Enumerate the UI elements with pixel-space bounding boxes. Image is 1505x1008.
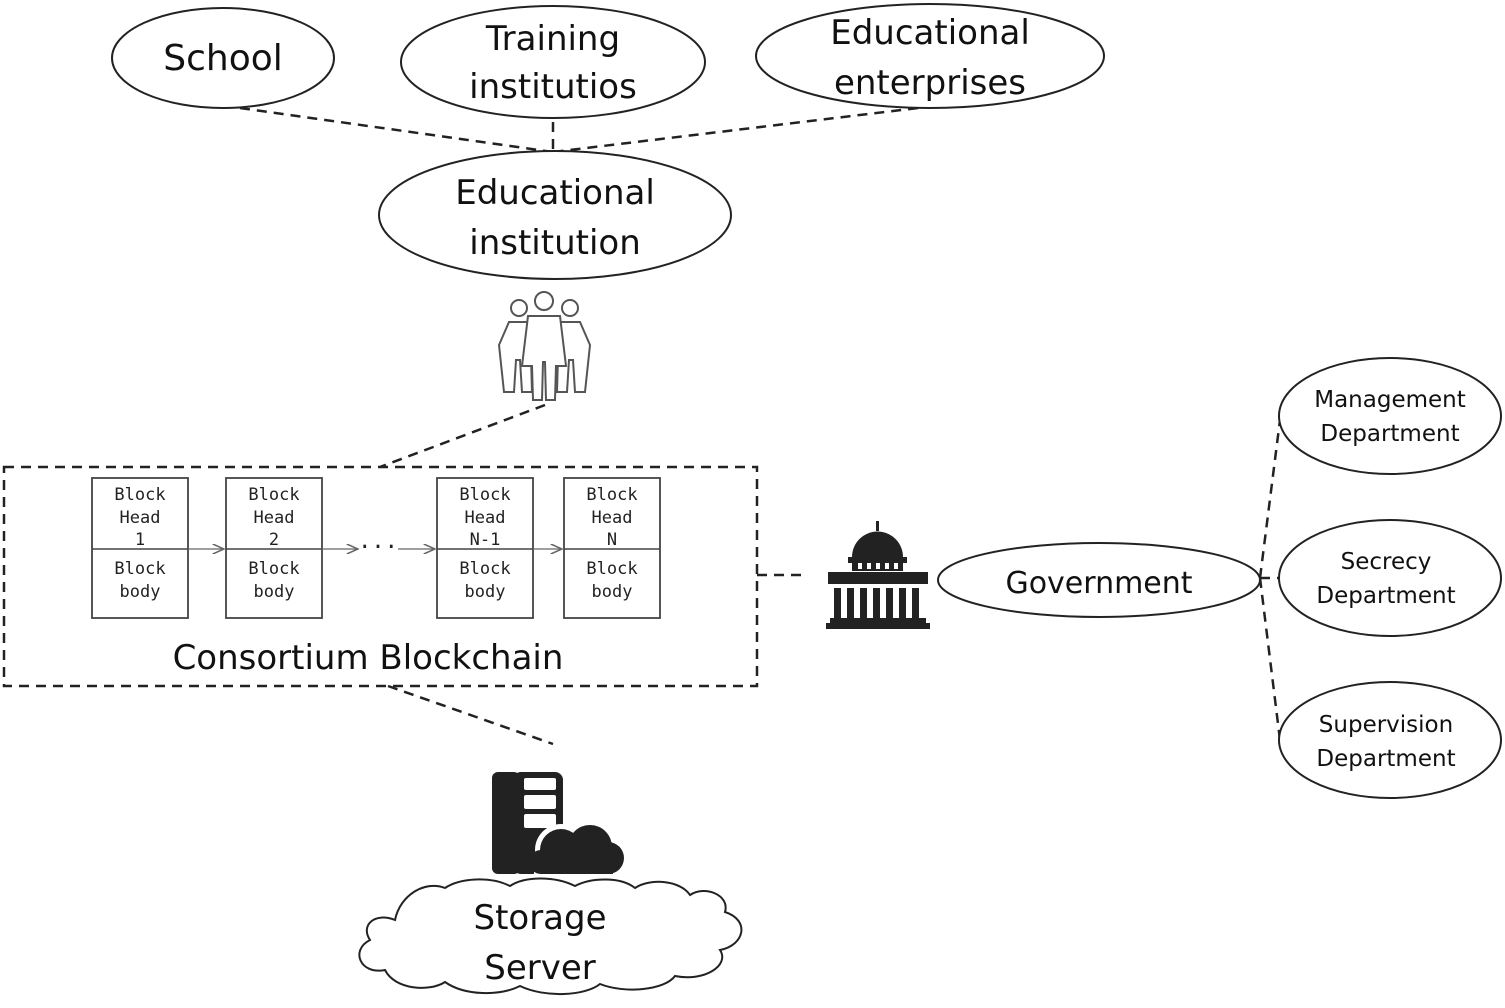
block-n-head-2: Head [592, 508, 633, 528]
government-label: Government [1005, 566, 1192, 601]
block-n-1-body-2: body [465, 582, 506, 602]
block-2-head-2: Head [254, 508, 295, 528]
supervision-label-1: Supervision [1319, 712, 1453, 738]
management-node [1278, 357, 1502, 475]
block-2-body-1: Block [248, 559, 299, 579]
management-label-1: Management [1314, 387, 1466, 413]
government-node [937, 542, 1261, 618]
institution-label-1: Educational [455, 173, 655, 213]
secrecy-label-2: Department [1316, 583, 1455, 609]
block-n-1 [436, 477, 534, 619]
enterprises-node [755, 3, 1105, 109]
block-n-1-head-2: Head [465, 508, 506, 528]
supervision-label-2: Department [1316, 746, 1455, 772]
block-1 [91, 477, 189, 619]
edge-blockchain-storage [387, 684, 554, 746]
edge-enterprises-institution [552, 106, 919, 154]
block-n-1-body-1: Block [459, 559, 510, 579]
management-label-2: Department [1320, 421, 1459, 447]
supervision-node [1278, 681, 1502, 799]
secrecy-node [1278, 519, 1502, 637]
block-2-head-3: 2 [269, 530, 279, 550]
connector-lines [239, 106, 1282, 746]
block-n-head-1: Block [586, 485, 637, 505]
block-2 [225, 477, 323, 619]
storage-label-1: Storage [473, 898, 606, 938]
block-n-body-2: body [592, 582, 633, 602]
consortium-blockchain-title: Consortium Blockchain [173, 638, 564, 678]
training-label-1: Training [485, 19, 620, 59]
block-n [563, 477, 661, 619]
users-group-icon [497, 291, 592, 401]
block-n-1-head-3: N-1 [470, 530, 501, 550]
edge-government-management [1258, 419, 1282, 579]
enterprises-label-1: Educational [830, 13, 1030, 53]
block-n-1-head-1: Block [459, 485, 510, 505]
enterprises-label-2: enterprises [834, 63, 1026, 103]
edge-government-supervision [1258, 577, 1282, 741]
school-node [111, 7, 335, 109]
school-label: School [163, 38, 283, 79]
training-label-2: institutios [469, 67, 637, 107]
secrecy-label-1: Secrecy [1341, 549, 1432, 575]
consortium-blockchain-box [2, 465, 759, 688]
institution-label-2: institution [469, 223, 641, 263]
block-1-head-1: Block [114, 485, 165, 505]
storage-cloud-shape [358, 877, 743, 995]
institution-node [378, 150, 732, 280]
block-n-body-1: Block [586, 559, 637, 579]
block-2-body-2: body [254, 582, 295, 602]
block-1-body-1: Block [114, 559, 165, 579]
block-n-head-3: N [607, 530, 617, 550]
government-building-icon [826, 521, 930, 629]
storage-label-2: Server [484, 948, 596, 988]
training-node [400, 5, 706, 119]
edge-users-blockchain [379, 403, 546, 469]
chain-ellipsis: ··· [358, 535, 398, 560]
block-2-head-1: Block [248, 485, 299, 505]
block-1-head-3: 1 [135, 530, 145, 550]
edge-school-institution [239, 106, 554, 154]
block-1-body-2: body [120, 582, 161, 602]
block-1-head-2: Head [120, 508, 161, 528]
cloud-server-icon [492, 772, 632, 880]
